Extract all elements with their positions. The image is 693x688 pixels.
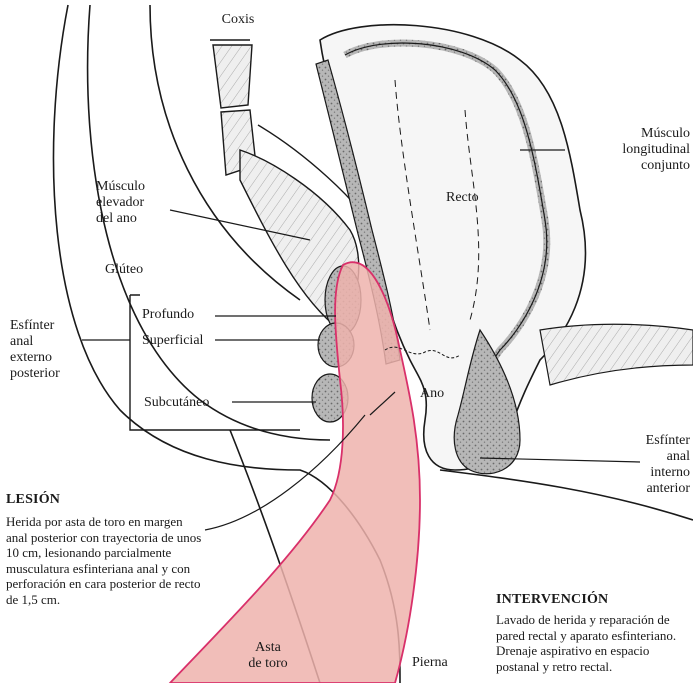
intervencion-title: INTERVENCIÓN (496, 592, 608, 608)
label-gluteo: Glúteo (105, 262, 143, 278)
label-coxis: Coxis (207, 12, 269, 28)
label-subcutaneo: Subcutáneo (144, 395, 209, 411)
label-superficial: Superficial (142, 333, 203, 349)
lesion-text: Herida por asta de toro en margen anal p… (6, 514, 206, 607)
label-musculo-longitudinal: Músculo longitudinal conjunto (590, 126, 690, 174)
lesion-title: LESIÓN (6, 492, 60, 508)
intervencion-text: Lavado de herida y reparación de pared r… (496, 612, 686, 674)
label-ano: Ano (420, 386, 444, 402)
label-pierna: Pierna (412, 655, 448, 671)
label-esfinter-interno: Esfínter anal interno anterior (600, 433, 690, 497)
label-profundo: Profundo (142, 307, 194, 323)
label-recto: Recto (446, 190, 479, 206)
label-musculo-elevador: Músculo elevador del ano (96, 179, 176, 227)
bull-horn (170, 262, 420, 683)
label-asta-de-toro: Asta de toro (238, 640, 298, 672)
label-esfinter-externo: Esfínter anal externo posterior (10, 318, 90, 382)
